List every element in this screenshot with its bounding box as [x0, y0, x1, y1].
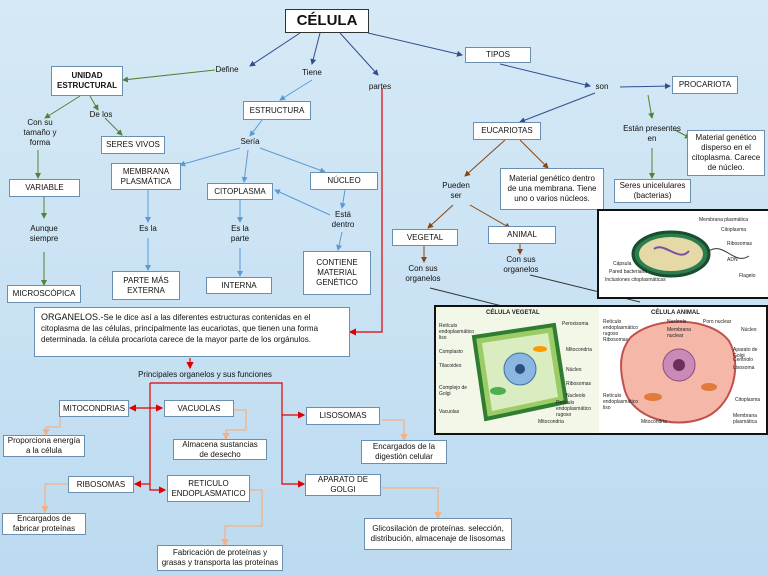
vegetal-label-5: Peroxisoma: [562, 321, 589, 327]
node-fabricacion: Fabricación de proteínas y grasas y tran…: [157, 545, 283, 571]
node-microscopica: MICROSCÓPICA: [7, 285, 81, 303]
vegetal-label-8: Ribosomas: [566, 381, 592, 387]
animal-label-5: Ribosomas: [603, 337, 629, 343]
animal-label-4: Núcleo: [741, 327, 757, 333]
animal-title: CÉLULA ANIMAL: [651, 310, 700, 316]
bacteria-drawing: [631, 230, 750, 278]
vegetal-title: CÉLULA VEGETAL: [486, 310, 540, 316]
animal-label-7: Centriolo: [733, 357, 754, 363]
bacteria-label-5: Cápsula: [613, 261, 632, 267]
animal-label-2: Membrana nuclear: [667, 327, 691, 339]
animal-label-6: Aparato de Golgi: [733, 347, 758, 359]
link-define: Define: [215, 65, 239, 74]
node-variable: VARIABLE: [9, 179, 80, 197]
cells-illustration: CÉLULA VEGETAL Retículo endoplasmático l…: [434, 305, 768, 435]
node-unidad-estructural: UNIDAD ESTRUCTURAL: [51, 66, 123, 96]
node-animal: ANIMAL: [488, 226, 556, 244]
page-title: CÉLULA: [285, 9, 369, 33]
bacteria-label-6: Pared bacteriana: [609, 269, 648, 275]
node-eucariotas: EUCARIOTAS: [473, 122, 541, 140]
link-seria: Sería: [240, 137, 260, 146]
vegetal-drawing: [471, 322, 569, 422]
vegetal-label-1: Complasto: [439, 349, 463, 355]
bacteria-label-3: ADN: [727, 257, 738, 263]
bacteria-label-1: Citoplasma: [721, 227, 747, 233]
animal-drawing: [620, 320, 737, 424]
node-encargados-digestion: Encargados de la digestión celular: [361, 440, 447, 464]
node-ribosomas: RIBOSOMAS: [68, 476, 134, 493]
vegetal-label-2: Tilacoides: [439, 363, 462, 369]
principales-organelos: Principales organelos y sus funciones: [138, 370, 272, 379]
vegetal-label-10: Retículo endoplasmático rugoso: [556, 400, 592, 418]
link-es-la-parte: Es la parte: [230, 224, 250, 243]
bacteria-label-2: Ribosomas: [727, 241, 753, 247]
node-reticulo: RETICULO ENDOPLASMATICO: [167, 475, 250, 502]
node-seres-vivos: SERES VIVOS: [101, 136, 165, 154]
node-seres-unicelulares: Seres unicelulares (bacterias): [614, 179, 691, 203]
node-interna: INTERNA: [206, 277, 272, 294]
animal-label-3: Poro nuclear: [703, 319, 732, 325]
node-nucleo: NÚCLEO: [310, 172, 378, 190]
vegetal-label-4: Vacuolas: [439, 409, 460, 415]
node-glicosilacion: Glicosilación de proteínas. selección, d…: [364, 518, 512, 550]
link-partes: partes: [368, 82, 392, 91]
node-citoplasma: CITOPLASMA: [207, 183, 273, 200]
bacteria-label-0: Membrana plasmática: [699, 217, 749, 223]
link-son: son: [595, 82, 609, 91]
vegetal-label-3: Complejo de Golgi: [439, 385, 468, 397]
node-mitocondrias: MITOCONDRIAS: [59, 400, 129, 417]
vegetal-label-6: Mitocondria: [566, 347, 592, 353]
animal-label-8: Lisosoma: [733, 365, 755, 371]
bacteria-label-4: Flagelo: [739, 273, 756, 279]
link-estan-presentes: Están presentes en: [623, 124, 681, 143]
node-membrana-plasmatica: MEMBRANA PLASMÁTICA: [111, 163, 181, 190]
link-tiene: Tiene: [302, 68, 322, 77]
node-estructura: ESTRUCTURA: [243, 101, 311, 120]
node-parte-mas-externa: PARTE MÁS EXTERNA: [112, 271, 180, 300]
organelos-text: Se le dice así a las diferentes estructu…: [41, 313, 319, 344]
bacteria-label-7: Inclusiones citoplasmáticas: [605, 277, 666, 283]
link-es-la-1: Es la: [139, 224, 157, 233]
vegetal-label-11: Mitocondria: [538, 419, 564, 425]
link-aunque-siempre: Aunque siempre: [29, 224, 59, 243]
vegetal-panel: CÉLULA VEGETAL Retículo endoplasmático l…: [436, 307, 599, 433]
link-con-sus-organelos-2: Con sus organelos: [503, 255, 539, 274]
vegetal-label-7: Núcleo: [566, 367, 582, 373]
vegetal-label-9: Nucleolo: [566, 393, 586, 399]
node-proporciona: Proporciona energía a la célula: [3, 435, 85, 457]
vegetal-label-0: Retículo endoplasmático liso: [439, 323, 475, 341]
animal-panel: CÉLULA ANIMAL Retículo endoplasmático ru…: [601, 307, 766, 433]
animal-label-9: Citoplasma: [735, 397, 761, 403]
animal-label-1: Nucleolo: [667, 319, 687, 325]
organelos-definition: ORGANELOS.-Se le dice así a las diferent…: [34, 307, 350, 357]
node-material-dentro: Material genético dentro de una membrana…: [500, 168, 604, 210]
link-esta-dentro: Está dentro: [331, 210, 355, 229]
link-de-los: De los: [89, 110, 113, 119]
node-encargados-fabricar: Encargados de fabricar proteínas: [2, 513, 86, 535]
animal-label-11: Retículo endoplasmático liso: [603, 393, 639, 411]
node-tipos: TIPOS: [465, 47, 531, 63]
animal-label-0: Retículo endoplasmático rugoso: [603, 319, 639, 337]
animal-label-12: Mitocondria: [641, 419, 667, 425]
node-vacuolas: VACUOLAS: [164, 400, 234, 417]
link-con-sus-organelos-1: Con sus organelos: [405, 264, 441, 283]
link-con-su-tamano: Con su tamaño y forma: [23, 118, 57, 147]
node-lisosomas: LISOSOMAS: [306, 407, 380, 425]
bacteria-illustration: Membrana plasmática Citoplasma Ribosomas…: [597, 209, 768, 299]
node-procariota: PROCARIOTA: [672, 76, 738, 94]
node-vegetal: VEGETAL: [392, 229, 458, 246]
organelos-title: ORGANELOS.-: [41, 312, 104, 322]
node-golgi: APARATO DE GOLGI: [305, 474, 381, 496]
animal-label-10: Membrana plasmática: [733, 413, 757, 425]
link-pueden-ser: Pueden ser: [442, 181, 470, 200]
node-contiene-material: CONTIENE MATERIAL GENÉTICO: [303, 251, 371, 295]
node-almacena: Almacena sustancias de desecho: [173, 439, 267, 460]
node-material-disperso: Material genético disperso en el citopla…: [687, 130, 765, 176]
